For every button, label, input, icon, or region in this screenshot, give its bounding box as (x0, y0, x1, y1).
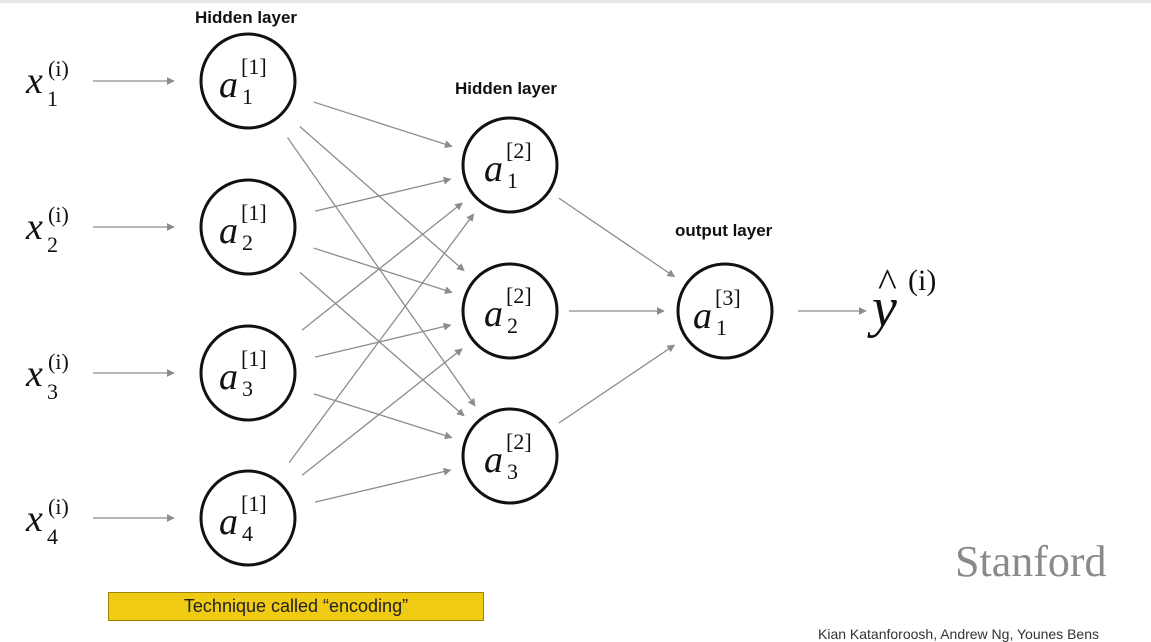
hidden-layer-2-title: Hidden layer (455, 79, 558, 98)
connection-edge (313, 393, 453, 440)
connection-edge (286, 137, 476, 407)
layer2-node-label: a [2] 2 (484, 283, 532, 338)
connection-edge (301, 202, 463, 331)
layer1-node-label: a [1] 1 (219, 54, 267, 109)
connection-edge (314, 467, 452, 503)
author-credit: Kian Katanforoosh, Andrew Ng, Younes Ben… (818, 626, 1099, 642)
layer1-node (199, 469, 297, 567)
connection-edge (288, 213, 475, 463)
hidden-layer-1-title: Hidden layer (195, 8, 298, 27)
output-node-label: a [3] 1 (693, 285, 741, 340)
layer2-node (461, 407, 559, 505)
layer1-node (199, 178, 297, 276)
layer1-node (199, 324, 297, 422)
layer2-node-label: a [2] 1 (484, 138, 532, 193)
output-node (676, 262, 774, 360)
input-label: x (i) 4 (26, 494, 69, 549)
layer1-node (199, 32, 297, 130)
connection-edge (299, 271, 465, 417)
encoding-caption: Technique called “encoding” (108, 592, 484, 621)
connection-edge (314, 176, 452, 212)
connection-edge (558, 197, 676, 278)
connection-edge (313, 247, 453, 294)
prediction-label: y ^ (i) (872, 260, 937, 339)
top-divider (0, 0, 1151, 3)
connection-edge (301, 348, 463, 476)
layer1-node-label: a [1] 2 (219, 200, 267, 255)
connection-edge (299, 126, 465, 272)
hat-accent: ^ (878, 260, 897, 305)
connection-edge (314, 322, 452, 358)
layer2-node-label: a [2] 3 (484, 429, 532, 484)
layer2-node (461, 262, 559, 360)
connection-edge (313, 101, 453, 148)
input-label: x (i) 3 (26, 349, 69, 404)
stanford-logo: Stanford (955, 537, 1107, 586)
input-label: x (i) 1 (26, 56, 69, 111)
layer2-node (461, 116, 559, 214)
output-layer-title: output layer (675, 221, 773, 240)
input-label: x (i) 2 (26, 202, 69, 257)
layer1-node-label: a [1] 3 (219, 346, 267, 401)
layer1-node-label: a [1] 4 (219, 491, 267, 546)
connection-edge (558, 344, 676, 424)
